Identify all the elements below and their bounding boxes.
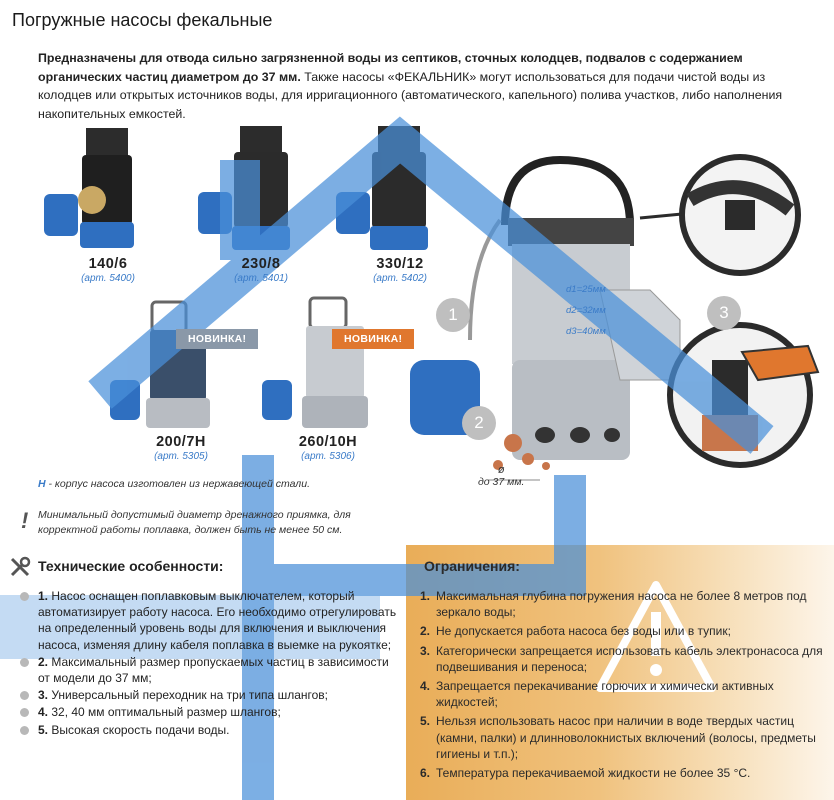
min-diameter-note: Минимальный допустимый диаметр дренажног… <box>38 509 351 536</box>
model-art: (арт. 5402) <box>373 273 427 284</box>
list-item: 2. Не допускается работа насоса без воды … <box>420 623 825 639</box>
item-num: 1. <box>38 589 49 603</box>
stainless-note: Н - корпус насоса изготовлен из нержавею… <box>38 478 310 490</box>
intro-bold: Предназначены для отвода сильно загрязне… <box>38 51 743 84</box>
item-num: 5. <box>420 714 431 729</box>
item-num: 6. <box>420 766 431 781</box>
model-140-6: 140/6 (арт. 5400) <box>68 256 148 284</box>
intro-normal: Также насосы «ФЕКАЛЬНИК» могут использов… <box>38 69 783 121</box>
new-badge-260-10h: НОВИНКА! <box>332 329 415 349</box>
intro-paragraph: Предназначены для отвода сильно загрязне… <box>38 49 818 123</box>
item-text: Температура перекачиваемой жидкости не б… <box>436 766 751 781</box>
list-item: 3. Категорически запрещается использовать… <box>420 643 825 675</box>
model-260-10h: 260/10Н (арт. 5306) <box>278 434 378 462</box>
model-name: 140/6 <box>88 256 128 272</box>
model-330-12: 330/12 (арт. 5402) <box>360 256 440 284</box>
d1-label: d1=25мм <box>566 284 606 295</box>
item-num: 1. <box>420 589 431 603</box>
model-200-7h: 200/7Н (арт. 5305) <box>136 434 226 462</box>
model-art: (арт. 5306) <box>301 451 355 462</box>
item-text: Категорически запрещается использовать к… <box>436 643 823 674</box>
bullet-dot <box>20 592 29 601</box>
item-num: 2. <box>420 624 431 639</box>
model-art: (арт. 5305) <box>154 451 208 462</box>
pump-140-6-image <box>44 128 134 248</box>
callout-1: 1 <box>436 298 470 332</box>
list-item: 1. Максимальная глубина погружения насоса… <box>420 588 825 620</box>
list-item: 4. Запрещается перекачивание горючих и хи… <box>420 678 825 710</box>
item-num: 4. <box>420 679 431 694</box>
item-text: Насос оснащен поплавковым выключателем, … <box>38 589 397 652</box>
d3-label: d3=40мм <box>566 326 606 337</box>
item-text: Высокая скорость подачи воды. <box>48 722 230 737</box>
item-text: 32, 40 мм оптимальный размер шлангов; <box>48 705 281 720</box>
callout-2: 2 <box>462 406 496 440</box>
limits-list: 1. Максимальная глубина погружения насоса… <box>420 588 825 784</box>
list-item: 5. Нельзя использовать насос при наличии … <box>420 713 825 762</box>
list-item: 2. Максимальный размер пропускаемых част… <box>20 654 400 686</box>
tech-features-title: Технические особенности: <box>38 558 224 574</box>
model-name: 330/12 <box>376 256 424 272</box>
diameter-label: ø до 37 мм. <box>478 464 525 488</box>
h-letter: Н <box>38 478 46 490</box>
model-230-8: 230/8 (арт. 5401) <box>221 256 301 284</box>
pump-200-7h-image <box>110 300 210 428</box>
bullet-dot <box>20 691 29 701</box>
item-text: Максимальный размер пропускаемых частиц … <box>38 654 389 686</box>
h-note-text: - корпус насоса изготовлен из нержавеюще… <box>45 478 311 490</box>
item-text: Максимальная глубина погружения насоса н… <box>436 589 807 620</box>
item-text: Не допускается работа насоса без воды ил… <box>436 624 731 639</box>
list-item: 5. Высокая скорость подачи воды. <box>20 722 400 738</box>
diameter-symbol: ø <box>497 464 505 476</box>
bullet-dot <box>20 708 29 718</box>
list-item: 4. 32, 40 мм оптимальный размер шлангов; <box>20 704 400 720</box>
model-name: 260/10Н <box>298 434 358 450</box>
bullet-dot <box>20 657 29 667</box>
limits-title: Ограничения: <box>424 558 520 574</box>
list-item: 3. Универсальный переходник на три типа … <box>20 687 400 703</box>
tech-features-list: 1. Насос оснащен поплавковым выключателе… <box>20 588 400 739</box>
zoom-circle-cable-clip <box>639 154 801 276</box>
model-art: (арт. 5401) <box>234 273 288 284</box>
item-num: 3. <box>420 643 431 658</box>
pump-330-12-image <box>336 126 428 250</box>
item-num: 4. <box>38 705 49 720</box>
model-name: 230/8 <box>241 256 281 272</box>
item-num: 5. <box>38 722 49 737</box>
item-text: Универсальный переходник на три типа шла… <box>48 688 328 703</box>
item-num: 2. <box>38 654 49 669</box>
model-art: (арт. 5400) <box>81 273 135 284</box>
page-title: Погружные насосы фекальные <box>12 10 273 30</box>
tools-icon <box>10 556 31 577</box>
model-name: 200/7Н <box>156 434 206 450</box>
callout-3: 3 <box>707 296 741 330</box>
diameter-text: до 37 мм. <box>478 476 525 488</box>
pump-260-10h-image <box>262 296 368 428</box>
new-badge-200-7h: НОВИНКА! <box>176 329 259 349</box>
d2-label: d2=32мм <box>566 305 606 316</box>
zoom-circle-adapter <box>667 322 820 468</box>
exclamation-icon: ! <box>21 508 29 533</box>
bullet-dot <box>20 725 29 735</box>
item-num: 3. <box>38 688 49 703</box>
list-item: 6. Температура перекачиваемой жидкости не… <box>420 765 825 781</box>
item-text: Запрещается перекачивание горючих и хими… <box>436 679 774 710</box>
item-text: Нельзя использовать насос при наличии в … <box>436 714 816 761</box>
pump-230-8-image <box>198 126 290 250</box>
list-item: 1. Насос оснащен поплавковым выключателе… <box>20 588 400 653</box>
